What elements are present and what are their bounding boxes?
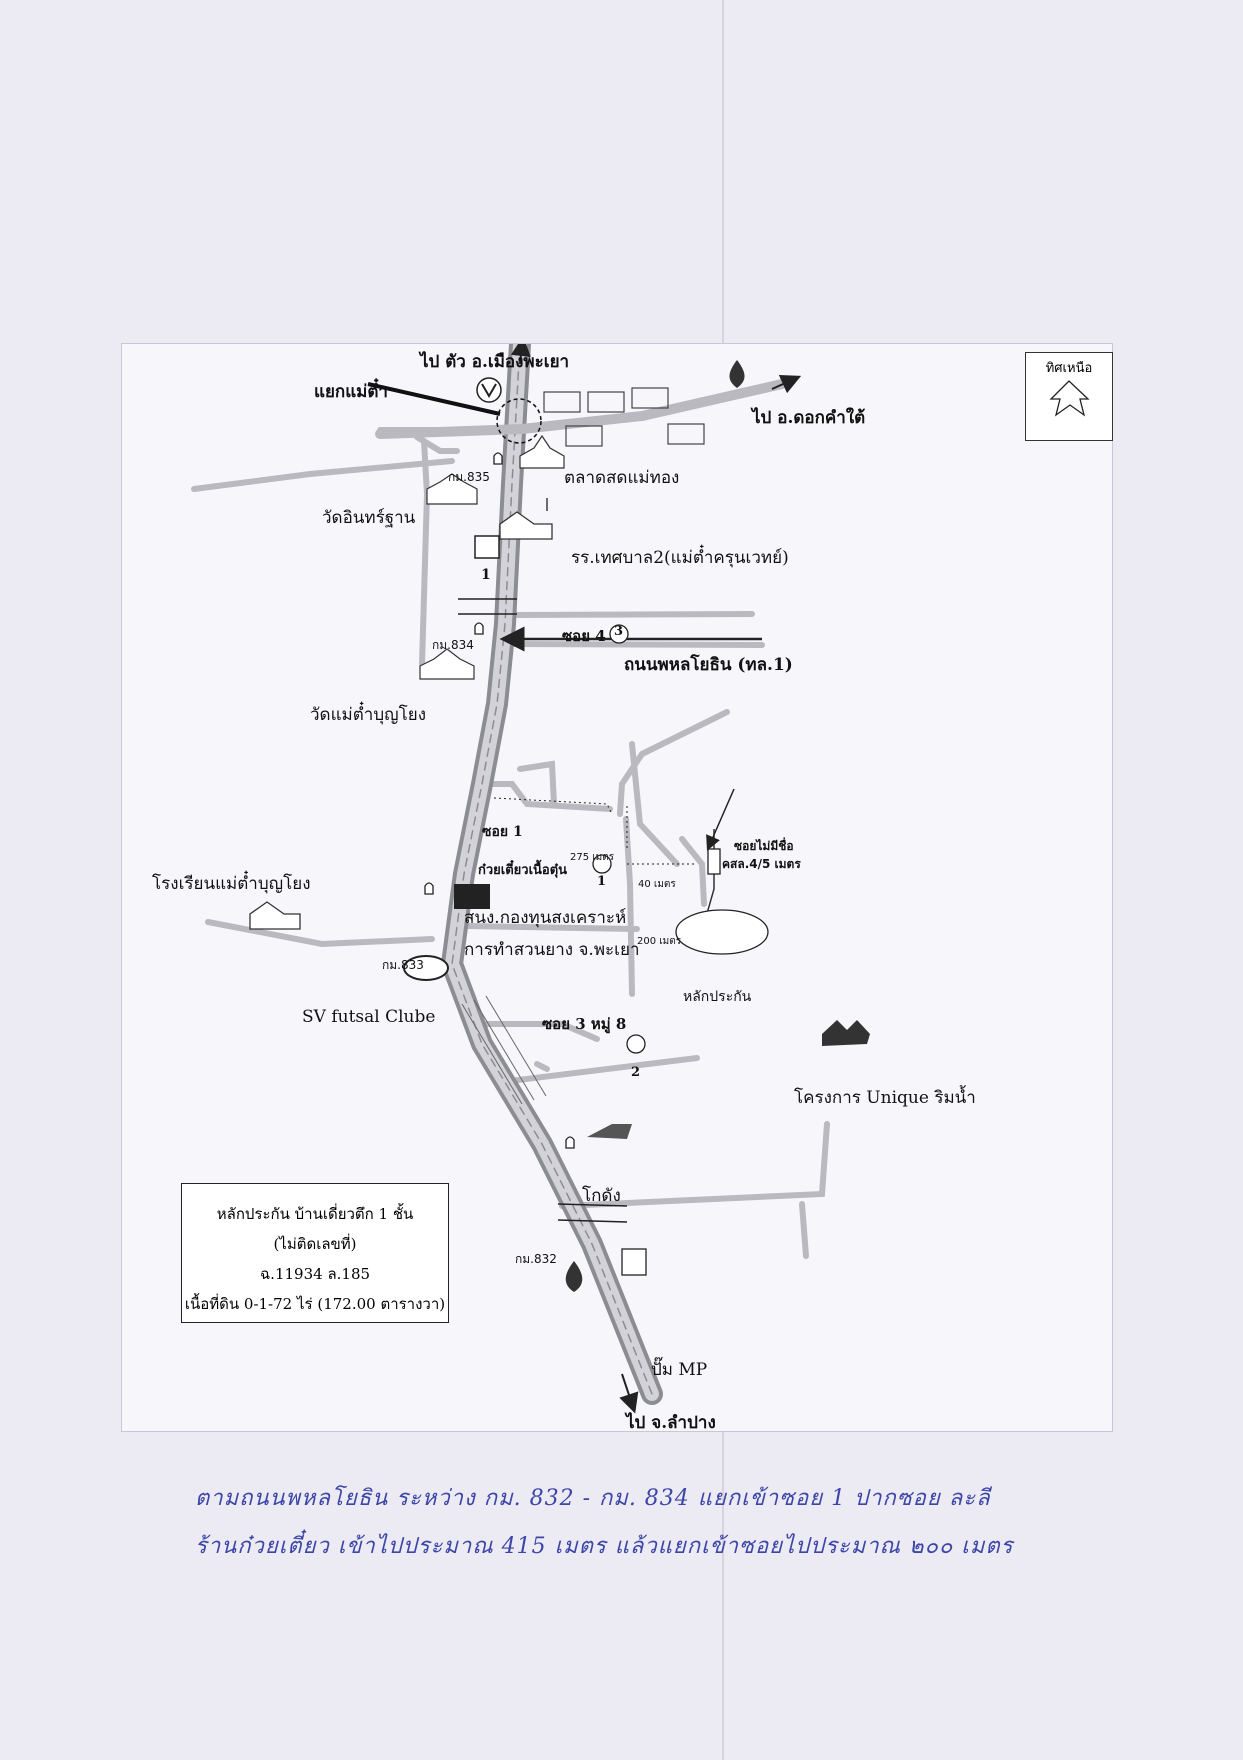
label-wat-inthrathan: วัดอินทร์ฐาน [322, 508, 416, 528]
road-dok-kham-tai [375, 379, 787, 439]
side-roads [191, 427, 830, 1259]
pump-icon [621, 1248, 647, 1276]
futsal-icon [403, 955, 449, 981]
label-rubber-office-1: สนง.กองทุนสงเคราะห์ [464, 908, 627, 928]
legend-line-3: ฉ.11934 ล.185 [259, 1265, 371, 1283]
label-km832: กม.832 [515, 1252, 557, 1266]
rubber-fund-building-icon [454, 884, 490, 909]
label-warehouse: โกดัง [582, 1186, 621, 1206]
temple-icons [419, 434, 565, 680]
label-mae-tam-junction: แยกแม่ต๋ำ [314, 382, 388, 402]
housing-project-icon [822, 1020, 870, 1046]
map-graphics [191, 344, 870, 1414]
label-dist-40: 40 เมตร [638, 879, 676, 890]
marker-2-circle [626, 1034, 646, 1054]
label-marker-2: 2 [631, 1065, 641, 1080]
km-post-icons [424, 452, 575, 1149]
label-km834: กม.834 [432, 638, 474, 652]
handwritten-note-line-1: ตามถนนพหลโยธิน ระหว่าง กม. 832 - กม. 834… [195, 1486, 991, 1511]
label-phahonyothin: ถนนพหลโยธิน (ทล.1) [624, 655, 793, 675]
label-rubber-office-2: การทำสวนยาง จ.พะเยา [464, 940, 640, 960]
warehouse-icon [587, 1124, 632, 1139]
label-soi-3: ซอย 3 หมู่ 8 [542, 1015, 627, 1033]
collateral-plot [707, 848, 721, 875]
row-houses [461, 995, 547, 1105]
break-marks [458, 598, 628, 1223]
label-dist-200: 200 เมตร [637, 936, 682, 947]
legend-line-4: เนื้อที่ดิน 0-1-72 ไร่ (172.00 ตารางวา) [184, 1295, 446, 1313]
location-map: ทิศเหนือ ไป ตัว อ.เมืองพะเยา แยกแม่ต๋ำ ไ… [121, 343, 1113, 1433]
label-to-lampang: ไป จ.ลำปาง [626, 1413, 716, 1433]
handwritten-note-line-2: ร้านก๋วยเตี๋ยว เข้าไปประมาณ 415 เมตร แล้… [195, 1534, 1014, 1559]
collateral-oval [675, 909, 769, 955]
junction-circle [496, 398, 542, 444]
bank-icon [476, 377, 502, 403]
fuel-drop-icon-south [565, 1261, 583, 1292]
label-concrete-width: คสล.4/5 เมตร [722, 857, 801, 871]
north-indicator: ทิศเหนือ [1025, 352, 1113, 441]
label-soi-4: ซอย 4 [562, 627, 606, 645]
label-sv-futsal: SV futsal Clube [302, 1007, 436, 1027]
collateral-legend: หลักประกัน บ้านเดี่ยวตึก 1 ชั้น (ไม่ติดเ… [181, 1183, 449, 1323]
legend-line-2: (ไม่ติดเลขที่) [273, 1235, 357, 1253]
label-km835: กม.835 [448, 470, 490, 484]
label-to-mueang: ไป ตัว อ.เมืองพะเยา [420, 352, 570, 372]
north-label: ทิศเหนือ [1045, 361, 1093, 376]
north-arrow-icon [1049, 380, 1090, 417]
school-icons [249, 498, 553, 930]
label-unnamed-soi: ซอยไม่มีชื่อ [734, 839, 794, 853]
marker-3-circle [609, 624, 629, 644]
route-shield-icon [474, 535, 500, 559]
junction-pointer [367, 382, 501, 416]
highway-1 [440, 344, 663, 1405]
label-noodle-shop: ก๋วยเตี๋ยวเนื้อตุ๋น [478, 863, 568, 878]
label-marker-3: 3 [614, 624, 624, 639]
label-km833: กม.833 [382, 958, 424, 972]
label-route-1: 1 [481, 567, 491, 583]
label-unique-project: โครงการ Unique ริมน้ำ [794, 1088, 976, 1108]
marker-1-circle [592, 854, 612, 874]
label-collateral: หลักประกัน [683, 989, 752, 1005]
label-soi-1: ซอย 1 [482, 824, 523, 840]
market-stalls [543, 387, 705, 447]
legend-line-1: หลักประกัน บ้านเดี่ยวตึก 1 ชั้น [216, 1205, 414, 1223]
fuel-drop-icon [729, 360, 745, 388]
label-school-2: รร.เทศบาล2(แม่ต๋ำครุนเวทย์) [571, 548, 789, 568]
label-marker-1: 1 [597, 874, 607, 889]
label-dist-275: 275 เมตร [570, 852, 615, 863]
label-to-dok-kham-tai: ไป อ.ดอกคำใต้ [752, 408, 866, 428]
label-mae-tam-school: โรงเรียนแม่ต๋ำบุญโยง [152, 874, 311, 894]
label-wat-mae-tam-bunyong: วัดแม่ต๋ำบุญโยง [310, 705, 427, 725]
label-mae-thong-market: ตลาดสดแม่ทอง [564, 468, 680, 488]
label-pump-mp: ปั๊ม MP [651, 1360, 708, 1380]
